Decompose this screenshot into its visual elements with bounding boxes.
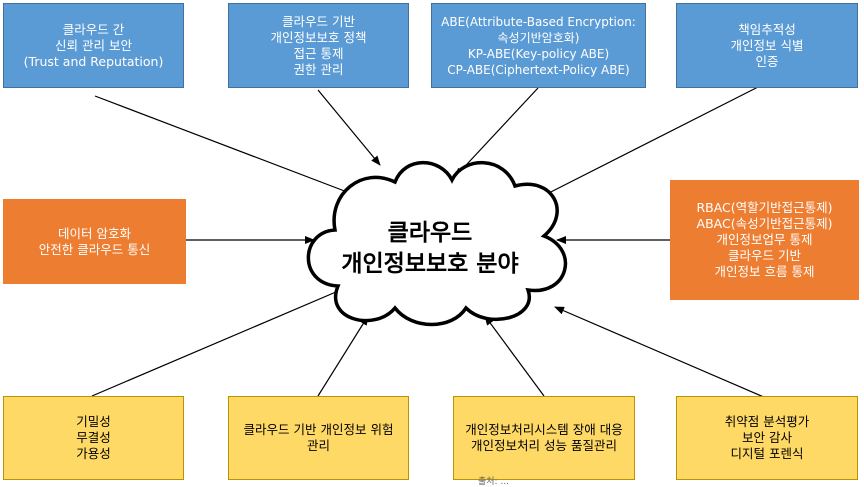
box-privacy-policy: 클라우드 기반 개인정보보호 정책 접근 통제 권한 관리 — [228, 3, 409, 88]
arrow-bottom4 — [554, 306, 767, 399]
box-accountability: 책임추적성 개인정보 식별 인증 — [676, 3, 858, 88]
box-cia: 기밀성 무결성 가용성 — [3, 396, 184, 480]
box-line: (Trust and Reputation) — [23, 53, 164, 69]
box-line: 개인정보업무 통제 — [716, 232, 813, 247]
box-line: 기밀성 — [76, 414, 111, 429]
arrow-top3 — [454, 87, 539, 178]
cloud-title-line: 클라우드 — [387, 220, 473, 246]
box-line: 데이터 암호화 — [58, 225, 131, 241]
cloud-shape — [306, 160, 568, 327]
box-abe: ABE(Attribute-Based Encryption: 속성기반암호화)… — [431, 3, 646, 88]
arrow-top4 — [534, 85, 761, 201]
box-line: 클라우드 기반 — [728, 248, 801, 263]
box-line: 클라우드 기반 개인정보 위험관리 — [243, 422, 394, 453]
box-line: RBAC(역할기반접근통제) — [696, 200, 833, 215]
arrow-bottom1 — [91, 285, 351, 397]
cloud-title-line: 개인정보보호 분야 — [341, 251, 519, 277]
box-line: 접근 통제 — [293, 45, 344, 61]
box-line: ABE(Attribute-Based Encryption: — [441, 14, 636, 29]
cloud-title: 클라우드 개인정보보호 분야 — [300, 218, 560, 280]
box-line: 클라우드 기반 — [282, 13, 355, 29]
box-line: CP-ABE(Ciphertext-Policy ABE) — [447, 62, 630, 77]
box-line: 클라우드 간 — [62, 21, 125, 37]
box-system-quality: 개인정보처리시스템 장애 대응 개인정보처리 성능 품질관리 — [453, 396, 635, 480]
arrow-top1 — [94, 95, 356, 196]
box-audit-forensics: 취약점 분석평가 보안 감사 디지털 포렌식 — [676, 396, 858, 480]
box-encryption: 데이터 암호화 안전한 클라우드 통신 — [3, 199, 186, 284]
box-line: 가용성 — [76, 446, 111, 461]
box-trust-reputation: 클라우드 간 신뢰 관리 보안 (Trust and Reputation) — [3, 3, 184, 88]
arrow-bottom2 — [317, 315, 369, 397]
box-line: 권한 관리 — [293, 61, 344, 77]
box-line: 속성기반암호화) — [497, 30, 580, 45]
box-line: 신뢰 관리 보안 — [55, 37, 132, 53]
source-note: 출처: ... — [478, 477, 510, 487]
arrow-top2 — [317, 89, 381, 166]
box-line: 안전한 클라우드 통신 — [38, 241, 151, 257]
box-line: 취약점 분석평가 — [724, 414, 810, 429]
box-line: ABAC(속성기반접근통제) — [696, 216, 833, 231]
box-line: 보안 감사 — [742, 430, 792, 445]
box-line: 무결성 — [76, 430, 111, 445]
box-line: 개인정보보호 정책 — [270, 29, 367, 45]
box-line: 개인정보 식별 — [730, 37, 804, 53]
box-line: 개인정보처리시스템 장애 대응 — [465, 422, 623, 437]
arrow-bottom3 — [484, 315, 545, 397]
box-line: 개인정보 흐름 통제 — [714, 264, 815, 279]
box-risk-management: 클라우드 기반 개인정보 위험관리 — [228, 396, 409, 480]
box-line: 디지털 포렌식 — [730, 446, 804, 461]
box-line: 책임추적성 — [738, 21, 796, 37]
box-line: KP-ABE(Key-policy ABE) — [467, 46, 610, 61]
box-line: 개인정보처리 성능 품질관리 — [471, 438, 617, 453]
box-line: 인증 — [755, 53, 779, 69]
box-access-control: RBAC(역할기반접근통제) ABAC(속성기반접근통제) 개인정보업무 통제 … — [670, 180, 859, 300]
